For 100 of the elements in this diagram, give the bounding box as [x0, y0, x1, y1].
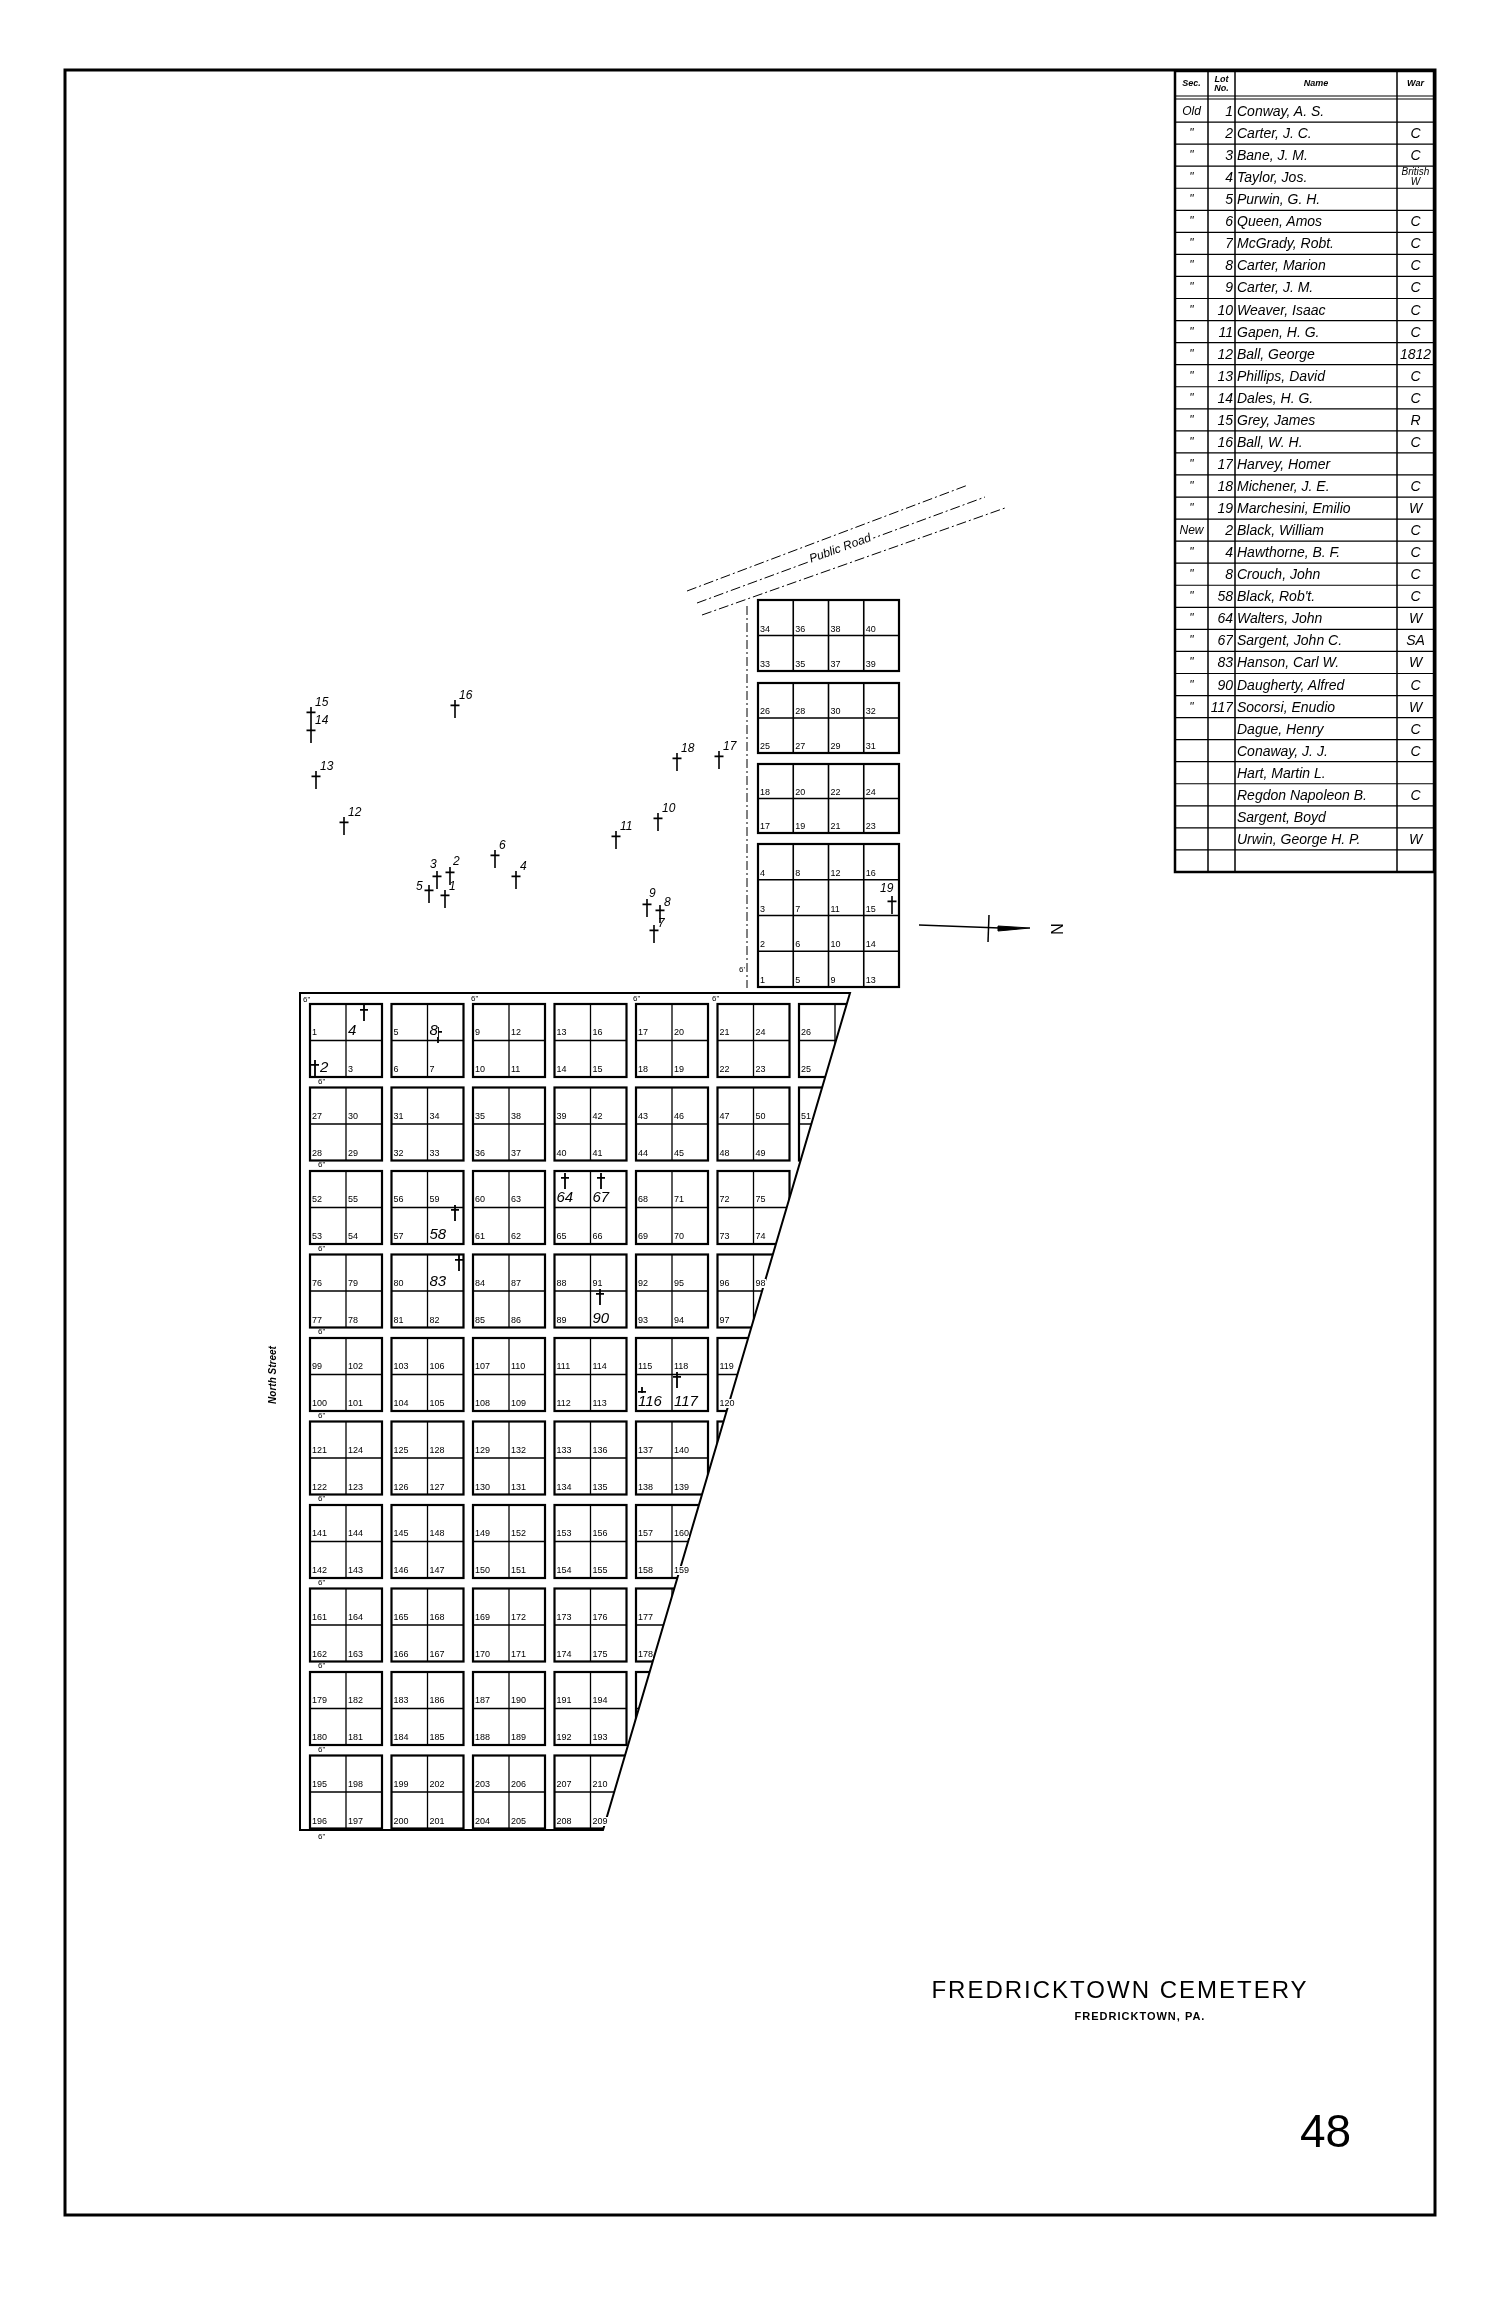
lot-number: 152 — [511, 1529, 527, 1538]
lot-number: 146 — [393, 1566, 409, 1575]
lot-number: 21 — [830, 822, 841, 831]
lot-number: 194 — [592, 1696, 608, 1705]
lot-number: 22 — [830, 787, 841, 797]
name-entry: Weaver, Isaac — [1237, 300, 1327, 320]
lot-number: 160 — [674, 1529, 690, 1538]
dimension-label: 6" — [318, 1579, 326, 1587]
grave-number: 6 — [499, 839, 506, 851]
lot-number: 9 — [830, 976, 836, 985]
dimension-label: 6" — [633, 995, 641, 1003]
name-entry: Purwin, G. H. — [1237, 190, 1322, 210]
lot-number: 114 — [592, 1362, 607, 1371]
lot-number: 3 — [348, 1065, 353, 1074]
name-entry: McGrady, Robt. — [1237, 234, 1335, 254]
lot-number: 188 — [475, 1733, 491, 1742]
lot-number-entry: 15 — [1216, 410, 1233, 430]
lot-number: 136 — [592, 1445, 608, 1455]
name-entry: Bane, J. M. — [1237, 146, 1309, 166]
lot-number-entry: 19 — [1216, 499, 1233, 519]
lot-number: 56 — [393, 1195, 404, 1204]
lot-number: 81 — [393, 1315, 404, 1325]
lot-number: 199 — [393, 1779, 409, 1789]
section-entry: " — [1188, 411, 1195, 429]
war-entry: C — [1409, 741, 1422, 761]
lot-number-entry: 58 — [1216, 587, 1233, 607]
grave-number: 4 — [520, 860, 527, 872]
lot-number: 89 — [556, 1315, 567, 1325]
lot-number: 36 — [475, 1148, 485, 1158]
name-entry: Phillips, David — [1237, 366, 1327, 386]
lot-number: 32 — [865, 707, 876, 716]
dimension-label: 6" — [303, 996, 311, 1004]
lot-number: 157 — [638, 1529, 654, 1538]
lot-number: 105 — [429, 1399, 445, 1408]
lot-number-entry: 1 — [1224, 102, 1233, 121]
lot-number: 52 — [312, 1195, 322, 1204]
war-entry: R — [1409, 410, 1422, 430]
map-title: FREDRICKTOWN CEMETERY — [931, 1978, 1309, 2002]
section-entry: " — [1188, 544, 1195, 562]
section-entry: " — [1188, 632, 1195, 650]
name-entry: Walters, John — [1237, 609, 1324, 629]
name-entry: Black, Rob't. — [1237, 587, 1317, 607]
lot-number: 149 — [475, 1529, 491, 1538]
lot-number: 121 — [312, 1445, 328, 1455]
lot-number: 54 — [348, 1232, 358, 1241]
lot-number-entry: 12 — [1216, 344, 1233, 364]
section-entry: " — [1188, 169, 1195, 187]
lot-number: 59 — [429, 1195, 440, 1204]
lot-number: 101 — [348, 1399, 364, 1408]
lot-number: 143 — [348, 1566, 364, 1575]
lot-number: 20 — [795, 787, 806, 797]
lot-number: 23 — [755, 1065, 766, 1074]
lot-number: 88 — [556, 1278, 567, 1288]
war-entry: C — [1409, 565, 1422, 585]
lot-number: 123 — [348, 1482, 364, 1492]
lot-number: 20 — [674, 1028, 684, 1037]
name-entry: Taylor, Jos. — [1237, 168, 1309, 188]
lot-number: 10 — [830, 940, 841, 950]
war-entry: C — [1409, 521, 1422, 541]
grave-number: 3 — [430, 858, 437, 870]
lot-number: 130 — [475, 1482, 491, 1492]
lot-number: 21 — [719, 1028, 730, 1037]
lot-number: 33 — [760, 660, 770, 669]
lot-number: 102 — [348, 1362, 364, 1371]
lot-number: 96 — [719, 1278, 730, 1288]
lot-number: 43 — [638, 1111, 648, 1121]
lot-number: 78 — [348, 1315, 358, 1325]
lot-number: 191 — [556, 1696, 572, 1705]
lot-number-entry: 11 — [1217, 322, 1233, 342]
lot-number: 145 — [393, 1529, 409, 1538]
war-entry: C — [1409, 543, 1422, 563]
lot-number: 11 — [511, 1065, 521, 1074]
lot-number: 135 — [592, 1482, 608, 1492]
lot-number: 77 — [312, 1315, 322, 1325]
lot-number: 153 — [556, 1529, 572, 1538]
war-entry: C — [1409, 477, 1422, 496]
lot-number: 86 — [511, 1315, 521, 1325]
lot-number: 180 — [312, 1733, 328, 1742]
lot-number: 13 — [865, 976, 876, 985]
lot-number: 67 — [592, 1189, 610, 1204]
lot-number-entry: 4 — [1224, 168, 1233, 188]
lot-number: 132 — [511, 1445, 527, 1455]
section-entry: " — [1188, 566, 1195, 584]
lot-number: 122 — [312, 1482, 328, 1492]
war-entry: 1812 — [1399, 344, 1432, 364]
lot-number: 209 — [592, 1816, 608, 1826]
grave-number: 1 — [449, 880, 456, 892]
lot-number: 35 — [795, 660, 806, 669]
lot-number: 95 — [674, 1278, 684, 1288]
lot-number: 23 — [865, 822, 876, 831]
lot-number: 3 — [760, 904, 765, 914]
lot-number: 82 — [429, 1315, 440, 1325]
lot-number: 34 — [429, 1111, 440, 1121]
lot-number: 172 — [511, 1612, 527, 1622]
lot-number-entry: 16 — [1216, 432, 1233, 452]
name-entry: Conway, A. S. — [1237, 102, 1326, 121]
lot-number-entry: 117 — [1210, 697, 1233, 717]
lot-number: 30 — [830, 707, 841, 716]
lot-number: 26 — [801, 1028, 811, 1037]
lot-number-entry: 9 — [1224, 278, 1233, 298]
